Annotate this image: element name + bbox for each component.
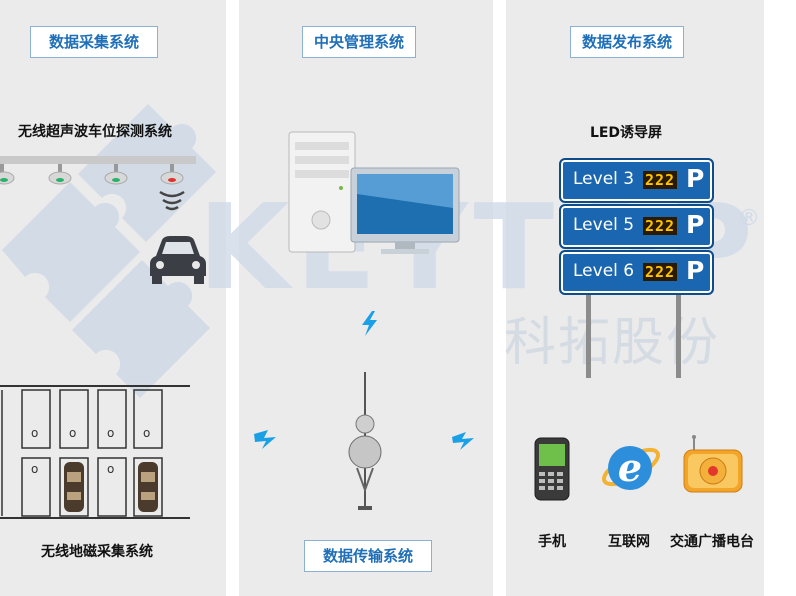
sign-count: 222 <box>643 263 678 281</box>
sign-count: 222 <box>643 217 678 235</box>
sign-level: Level 5 <box>573 215 635 235</box>
parking-lot-diagram <box>0 385 190 519</box>
collection-title: 数据采集系统 <box>30 26 158 58</box>
transmission-tower-icon <box>348 372 382 510</box>
sign-level: Level 6 <box>573 261 635 281</box>
publishing-title: 数据发布系统 <box>570 26 684 58</box>
channel-label-internet: 互联网 <box>608 534 650 550</box>
parking-p: P <box>686 164 705 193</box>
radio-icon <box>683 435 743 493</box>
internet-explorer-icon: e <box>602 445 660 490</box>
slot-sensor-mark: o <box>107 426 115 440</box>
sensor-icon <box>159 164 185 211</box>
magnetic-label: 无线地磁采集系统 <box>41 544 153 560</box>
slot-sensor-mark: o <box>107 462 115 476</box>
sign-level: Level 3 <box>573 169 635 189</box>
parking-p: P <box>686 256 705 285</box>
led-label: LED诱导屏 <box>589 125 663 141</box>
led-sign: Level 6 222 P <box>559 250 714 295</box>
parked-car-icon <box>64 462 84 512</box>
sensor-icon <box>48 164 72 185</box>
lightning-icon <box>362 311 377 336</box>
channel-label-radio: 交通广播电台 <box>670 534 754 550</box>
channel-label-mobile: 手机 <box>538 534 566 550</box>
management-title: 中央管理系统 <box>302 26 416 58</box>
sensor-icon <box>104 164 128 185</box>
slot-sensor-mark: o <box>31 462 39 476</box>
sensor-icon <box>0 164 15 185</box>
sign-count: 222 <box>643 171 678 189</box>
parked-car-icon <box>138 462 158 512</box>
transfer-title: 数据传输系统 <box>304 540 432 572</box>
parking-p: P <box>686 210 705 239</box>
ultrasonic-sensors <box>0 156 196 211</box>
sign-posts <box>586 290 681 378</box>
led-sign: Level 5 222 P <box>559 204 714 249</box>
mobile-phone-icon <box>534 437 570 501</box>
car-front-icon <box>150 236 206 284</box>
ultrasonic-label: 无线超声波车位探测系统 <box>18 124 172 140</box>
computer-icon <box>288 131 460 254</box>
slot-sensor-mark: o <box>31 426 39 440</box>
slot-sensor-mark: o <box>69 426 77 440</box>
slot-sensor-mark: o <box>143 426 151 440</box>
led-sign: Level 3 222 P <box>559 158 714 203</box>
lightning-icon <box>254 430 276 449</box>
svg-text:e: e <box>618 445 642 490</box>
lightning-icon <box>452 432 474 450</box>
